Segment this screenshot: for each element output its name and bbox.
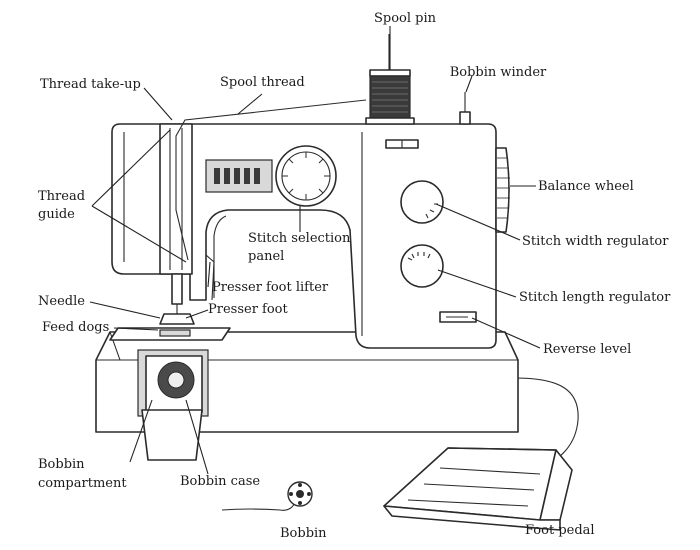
label-stitch-selection-1: Stitch selection	[248, 231, 351, 246]
leader-lines	[89, 26, 541, 475]
label-stitch-width-regulator: Stitch width regulator	[522, 234, 669, 249]
label-bobbin-compartment-2: compartment	[38, 476, 127, 491]
top-button	[385, 139, 419, 149]
label-presser-foot-lifter: Presser foot lifter	[212, 280, 329, 295]
stitch-length-dial	[400, 244, 444, 288]
label-bobbin-winder: Bobbin winder	[450, 65, 547, 80]
label-thread-guide-1: Thread	[38, 189, 85, 204]
needle-plate	[109, 327, 231, 341]
bobbin-compartment	[137, 349, 209, 461]
label-spool-thread: Spool thread	[220, 75, 305, 90]
label-feed-dogs: Feed dogs	[42, 320, 109, 335]
stitch-selection-panel	[205, 145, 337, 207]
label-thread-guide-2: guide	[38, 207, 75, 222]
label-bobbin-case: Bobbin case	[180, 474, 260, 489]
label-bobbin-compartment-1: Bobbin	[38, 457, 85, 472]
label-presser-foot: Presser foot	[208, 302, 289, 317]
label-thread-take-up: Thread take-up	[40, 77, 141, 92]
label-foot-pedal: Foot pedal	[525, 523, 595, 538]
needle-assembly	[159, 273, 195, 325]
label-stitch-length-regulator: Stitch length regulator	[519, 290, 671, 305]
bobbin-winder-pin	[459, 92, 471, 125]
labels: Spool pin Bobbin winder Thread take-up S…	[38, 11, 671, 541]
label-balance-wheel: Balance wheel	[538, 179, 634, 194]
label-reverse-level: Reverse level	[543, 342, 631, 357]
loose-bobbin	[221, 481, 313, 511]
foot-pedal	[383, 447, 573, 531]
label-bobbin: Bobbin	[280, 526, 327, 541]
spool-thread-line	[175, 99, 367, 261]
stitch-width-dial	[400, 180, 444, 224]
reverse-lever	[439, 311, 477, 323]
label-spool-pin: Spool pin	[374, 11, 437, 26]
label-needle: Needle	[38, 294, 85, 309]
label-stitch-selection-2: panel	[248, 249, 284, 264]
balance-wheel	[495, 147, 510, 233]
presser-foot-lifter	[205, 254, 215, 301]
